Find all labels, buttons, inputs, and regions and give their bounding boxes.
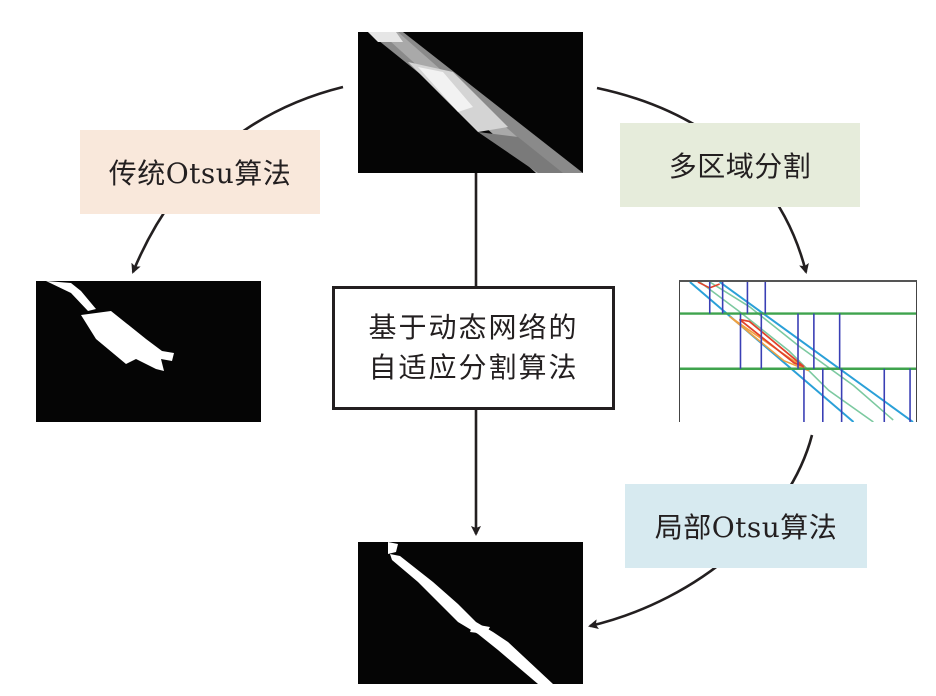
local-otsu-label: 局部Otsu算法 xyxy=(625,484,867,568)
source-image xyxy=(358,32,583,173)
center-method-box: 基于动态网络的 自适应分割算法 xyxy=(332,286,615,410)
center-method-line-2: 自适应分割算法 xyxy=(368,351,579,384)
traditional-otsu-result xyxy=(36,281,261,422)
local-otsu-text: 局部Otsu算法 xyxy=(654,511,838,544)
final-result xyxy=(358,542,583,684)
multi-region-result xyxy=(679,280,917,422)
multi-region-text: 多区域分割 xyxy=(668,150,812,183)
multi-region-label: 多区域分割 xyxy=(620,123,860,207)
traditional-otsu-text: 传统Otsu算法 xyxy=(108,157,292,190)
center-method-line-1: 基于动态网络的 xyxy=(368,311,579,344)
traditional-otsu-label: 传统Otsu算法 xyxy=(80,130,320,214)
